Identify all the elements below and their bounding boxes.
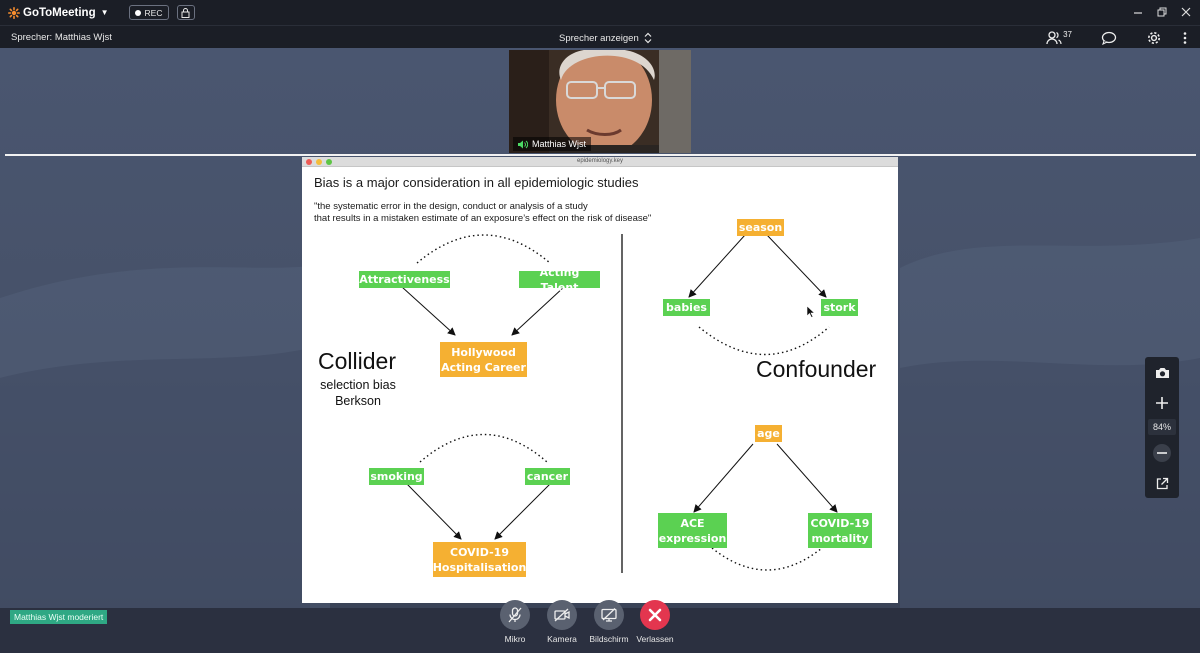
lock-icon: [181, 7, 190, 18]
node-covid-mortality: COVID-19 mortality: [808, 513, 872, 548]
app-menu[interactable]: GoToMeeting ▼: [8, 7, 109, 19]
pop-out-button[interactable]: [1145, 473, 1179, 493]
chat-icon: [1101, 31, 1117, 45]
app-brand-name: GoToMeeting: [23, 6, 96, 19]
shared-file-name: epidemiology.key: [577, 158, 623, 164]
node-smoking: smoking: [369, 468, 424, 485]
moderator-badge: Matthias Wjst moderiert: [10, 610, 108, 624]
mac-zoom-icon: [326, 159, 332, 165]
mic-button[interactable]: [500, 600, 530, 630]
bottom-toolbar: Matthias Wjst moderiert Mikro Kamera: [0, 600, 1200, 653]
node-babies: babies: [663, 299, 710, 316]
leave-control[interactable]: Verlassen: [630, 600, 680, 644]
mic-muted-icon: [508, 607, 522, 623]
node-attractiveness: Attractiveness: [359, 271, 450, 288]
camera-button[interactable]: [547, 600, 577, 630]
node-covid-hospitalisation: COVID-19 Hospitalisation: [433, 542, 526, 577]
title-bar: GoToMeeting ▼ REC: [0, 0, 1200, 25]
current-speaker: Sprecher: Matthias Wjst: [11, 32, 112, 43]
node-ace-expression: ACE expression: [658, 513, 727, 548]
slide-definition-quote: "the systematic error in the design, con…: [314, 201, 652, 224]
screen-share-button[interactable]: [594, 600, 624, 630]
restore-icon[interactable]: [1156, 4, 1168, 20]
mac-minimize-icon: [316, 159, 322, 165]
node-season: season: [737, 219, 784, 236]
mac-close-icon: [306, 159, 312, 165]
mic-control[interactable]: Mikro: [490, 600, 540, 644]
node-stork: stork: [821, 299, 858, 316]
more-vertical-icon: [1183, 32, 1187, 44]
presentation-slide: Bias is a major consideration in all epi…: [302, 167, 898, 603]
node-acting-talent: Acting Talent: [519, 266, 600, 294]
screen-share-control[interactable]: Bildschirm: [584, 600, 634, 644]
participants-icon: [1046, 31, 1062, 45]
gear-icon: [1148, 32, 1160, 44]
plus-icon: [1156, 397, 1168, 409]
stage-divider: [5, 154, 1196, 156]
camera-snapshot-icon: [1155, 368, 1169, 378]
confounder-heading: Confounder: [756, 356, 877, 382]
speaker-bar: Sprecher: Matthias Wjst Sprecher anzeige…: [0, 25, 1200, 48]
background-hills-decoration: [0, 238, 1200, 608]
node-age: age: [755, 425, 782, 442]
zoom-out-button[interactable]: [1145, 443, 1179, 463]
view-mode-label: Sprecher anzeigen: [559, 32, 639, 44]
record-dot-icon: [134, 9, 141, 16]
zoom-panel: 84%: [1145, 357, 1179, 498]
zoom-level: 84%: [1148, 419, 1176, 435]
slide-arrows: [401, 234, 838, 573]
mouse-cursor-icon: [807, 306, 815, 318]
participants-count: 37: [1063, 29, 1072, 39]
gotomeeting-logo-icon: [8, 6, 20, 19]
meeting-stage: Matthias Wjst epidemiology.key: [0, 48, 1200, 608]
chat-button[interactable]: [1101, 29, 1117, 47]
node-hollywood-acting-career: Hollywood Acting Career: [440, 342, 527, 377]
more-options-button[interactable]: [1182, 29, 1188, 47]
speaker-video[interactable]: Matthias Wjst: [509, 50, 691, 153]
leave-button[interactable]: [640, 600, 670, 630]
speaker-volume-icon: [518, 140, 528, 148]
collider-subtitle-berkson: Berkson: [335, 394, 381, 408]
collider-subtitle-selection-bias: selection bias: [320, 378, 396, 392]
mic-label: Mikro: [504, 634, 526, 644]
screen-share-label: Bildschirm: [589, 634, 629, 644]
minus-circle-icon: [1153, 444, 1171, 462]
shared-screen-window: epidemiology.key: [302, 157, 898, 603]
close-icon[interactable]: [1180, 4, 1192, 20]
external-link-icon: [1156, 477, 1168, 489]
speaker-video-name: Matthias Wjst: [532, 139, 587, 149]
zoom-in-button[interactable]: [1145, 393, 1179, 413]
slide-title: Bias is a major consideration in all epi…: [314, 175, 639, 190]
view-mode-selector[interactable]: Sprecher anzeigen: [559, 32, 652, 44]
speaker-name-tag: Matthias Wjst: [513, 137, 592, 151]
settings-button[interactable]: [1146, 29, 1162, 47]
chevron-down-icon: ▼: [100, 8, 109, 17]
camera-label: Kamera: [547, 634, 577, 644]
lock-meeting-button[interactable]: [176, 5, 195, 20]
shared-window-titlebar: epidemiology.key: [302, 157, 898, 167]
speaker-video-frame: [509, 50, 691, 153]
screen-share-off-icon: [601, 608, 617, 622]
collider-heading: Collider: [318, 348, 396, 374]
screenshot-button[interactable]: [1145, 363, 1179, 383]
record-button[interactable]: REC: [128, 5, 169, 20]
participants-button[interactable]: 37: [1046, 29, 1072, 47]
camera-off-icon: [554, 608, 570, 622]
camera-control[interactable]: Kamera: [537, 600, 587, 644]
leave-label: Verlassen: [636, 634, 674, 644]
chevron-up-down-icon: [644, 32, 652, 44]
minimize-icon[interactable]: [1132, 4, 1144, 20]
record-label: REC: [144, 7, 163, 18]
node-cancer: cancer: [525, 468, 570, 485]
close-x-icon: [648, 608, 662, 622]
